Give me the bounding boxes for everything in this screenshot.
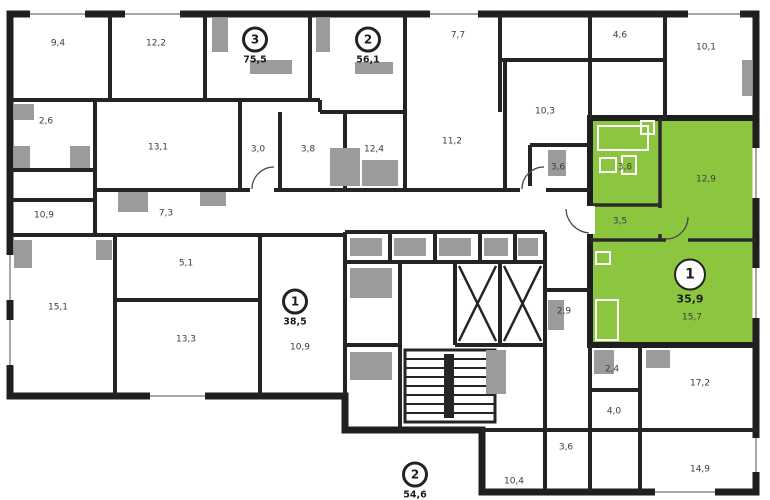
door-openings xyxy=(250,186,688,244)
selected-badge-area: 35,9 xyxy=(676,292,704,306)
room-area-label: 5,1 xyxy=(178,258,194,269)
selected-living-area-label: 15,7 xyxy=(681,312,703,323)
room-area-label: 10,3 xyxy=(534,106,556,117)
room-area-label: 7,7 xyxy=(450,30,466,41)
room-area-label: 3,6 xyxy=(550,162,566,173)
apartment-badge[interactable]: 3 75,5 xyxy=(242,26,268,66)
elevator-shafts xyxy=(457,265,543,342)
apartment-badge[interactable]: 2 54,6 xyxy=(402,461,428,500)
room-area-label: 10,4 xyxy=(503,476,525,487)
room-area-label: 15,1 xyxy=(47,302,69,313)
room-area-label: 2,4 xyxy=(604,364,620,375)
apartment-badge[interactable]: 1 38,5 xyxy=(282,288,308,328)
room-area-label: 12,2 xyxy=(145,38,167,49)
badge-area: 75,5 xyxy=(243,54,267,66)
windows xyxy=(6,10,760,496)
selected-bathroom-area-label: 3,8 xyxy=(617,162,633,173)
badge-area: 38,5 xyxy=(283,316,307,328)
selected-hallway-area-label: 3,5 xyxy=(612,216,628,227)
apartment-badge[interactable]: 2 56,1 xyxy=(355,26,381,66)
staircase xyxy=(403,348,497,424)
badge-room-count: 2 xyxy=(402,461,428,488)
selected-bedroom-area-label: 12,9 xyxy=(695,174,717,185)
door-arcs xyxy=(251,166,689,240)
room-area-label: 17,2 xyxy=(689,378,711,389)
room-area-label: 2,9 xyxy=(556,306,572,317)
badge-room-count: 2 xyxy=(355,26,381,53)
room-area-label: 2,6 xyxy=(38,116,54,127)
room-area-label: 13,3 xyxy=(175,334,197,345)
room-area-label: 13,1 xyxy=(147,142,169,153)
room-area-label: 7,3 xyxy=(158,208,174,219)
badge-room-count: 1 xyxy=(282,288,308,315)
room-area-label: 10,9 xyxy=(289,342,311,353)
room-area-label: 3,8 xyxy=(300,144,316,155)
room-area-label: 10,9 xyxy=(33,210,55,221)
selected-apartment[interactable] xyxy=(587,115,759,348)
room-area-label: 11,2 xyxy=(441,136,463,147)
selected-apartment-badge[interactable]: 1 35,9 xyxy=(674,258,706,306)
room-area-label: 3,0 xyxy=(250,144,266,155)
interior-walls xyxy=(10,14,756,492)
room-area-label: 4,6 xyxy=(612,30,628,41)
badge-area: 56,1 xyxy=(356,54,380,66)
badge-room-count: 3 xyxy=(242,26,268,53)
room-area-label: 14,9 xyxy=(689,464,711,475)
fixtures xyxy=(14,18,752,394)
room-area-label: 9,4 xyxy=(50,38,66,49)
badge-area: 54,6 xyxy=(403,489,427,500)
room-area-label: 3,6 xyxy=(558,442,574,453)
selected-badge-room-count: 1 xyxy=(674,258,706,291)
room-area-label: 10,1 xyxy=(695,42,717,53)
room-area-label: 4,0 xyxy=(606,406,622,417)
selected-apartment-fixtures xyxy=(595,120,655,341)
room-area-label: 12,4 xyxy=(363,144,385,155)
